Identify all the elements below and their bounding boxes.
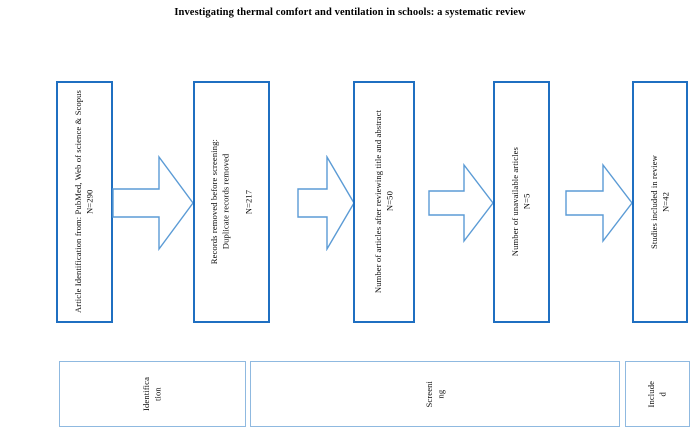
stage-box-identification: Article Identification from: PubMed, Web… <box>56 81 113 323</box>
stage-box-studies-included: Studies included in review N=42 <box>632 81 688 323</box>
flow-arrow-3 <box>428 163 494 243</box>
stage-box-unavailable-articles: Number of unavailable articles N=5 <box>493 81 550 323</box>
phase-box-identification: Identifica tion <box>59 361 246 427</box>
flow-arrow-2 <box>297 155 355 251</box>
right-arrow-icon <box>297 155 355 251</box>
phase-label-screening: Screeni ng <box>423 380 446 408</box>
phase-box-screening: Screeni ng <box>250 361 620 427</box>
right-arrow-icon <box>112 155 194 251</box>
phase-label-included: Include d <box>646 380 668 408</box>
stage-label-records-removed: Records removed before screening: Duplic… <box>208 139 254 265</box>
stage-label-identification: Article Identification from: PubMed, Web… <box>73 90 95 314</box>
stage-label-unavailable-articles: Number of unavailable articles N=5 <box>510 147 532 257</box>
stage-label-after-title-abstract: Number of articles after reviewing title… <box>372 110 395 294</box>
phase-box-included: Include d <box>625 361 690 427</box>
phase-label-identification: Identifica tion <box>141 377 163 411</box>
right-arrow-icon <box>565 163 633 243</box>
flow-arrow-4 <box>565 163 633 243</box>
figure-title: Investigating thermal comfort and ventil… <box>174 7 526 18</box>
stage-box-after-title-abstract: Number of articles after reviewing title… <box>353 81 415 323</box>
stage-label-studies-included: Studies included in review N=42 <box>648 154 671 249</box>
flow-arrow-1 <box>112 155 194 251</box>
stage-box-records-removed: Records removed before screening: Duplic… <box>193 81 270 323</box>
right-arrow-icon <box>428 163 494 243</box>
